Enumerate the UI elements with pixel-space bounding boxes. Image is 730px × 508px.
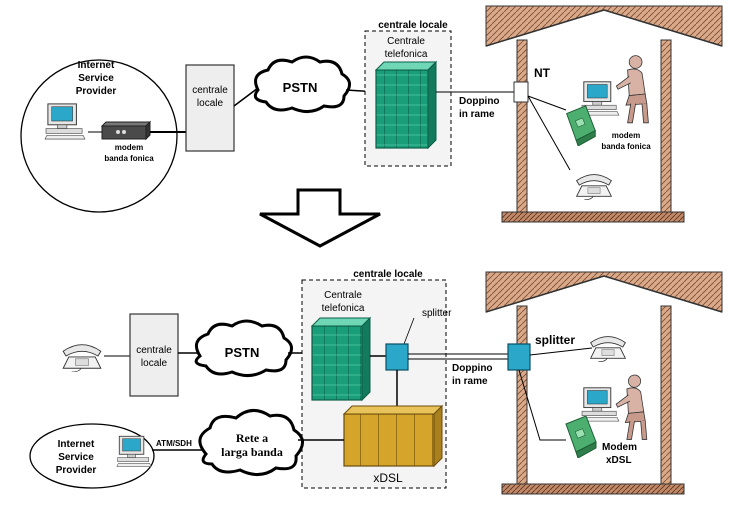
top-home-modem-label-1: modem bbox=[612, 131, 640, 140]
bottom-scenario: centrale locale PSTN centrale locale Cen… bbox=[29, 269, 723, 495]
top-isp-modem-label-1: modem bbox=[115, 143, 143, 152]
bottom-line-label-1: Doppino bbox=[452, 363, 493, 374]
top-house bbox=[485, 5, 723, 223]
bottom-home-phone-icon bbox=[590, 336, 626, 362]
bottom-local-office-title: centrale locale bbox=[353, 269, 423, 280]
top-isp-ellipse bbox=[20, 59, 178, 213]
top-centrale-locale-box bbox=[185, 64, 235, 152]
bottom-broadband-label-1: Rete a bbox=[236, 431, 268, 445]
top-switch-label-2: telefonica bbox=[385, 49, 428, 60]
bottom-broadband-cloud bbox=[198, 409, 304, 476]
top-isp-title-1: Internet bbox=[78, 60, 115, 71]
top-local-office-title: centrale locale bbox=[378, 20, 448, 31]
bottom-isp-title-3: Provider bbox=[56, 465, 97, 476]
top-home-modem-label-2: banda fonica bbox=[601, 142, 651, 151]
bottom-switch-label-2: telefonica bbox=[322, 303, 365, 314]
bottom-home-computer-icon bbox=[580, 387, 620, 422]
transition-arrow bbox=[259, 188, 381, 248]
bottom-dslam-icon bbox=[342, 404, 444, 468]
bottom-telephone-switch-icon bbox=[310, 316, 372, 402]
bottom-isp-title-2: Service bbox=[58, 452, 94, 463]
top-home-phone-icon bbox=[576, 174, 612, 200]
top-telephone-switch-icon bbox=[374, 60, 438, 150]
top-person-icon bbox=[615, 55, 649, 124]
top-pstn-cloud bbox=[253, 55, 351, 113]
bottom-left-phone-icon bbox=[62, 344, 102, 372]
bottom-broadband-label-2: larga banda bbox=[221, 445, 283, 459]
bottom-line-label-2: in rame bbox=[452, 376, 488, 387]
bottom-switch-label-1: Centrale bbox=[324, 290, 362, 301]
bottom-modem-label-2: xDSL bbox=[606, 455, 632, 466]
top-scenario: Internet Service Provider modem banda fo… bbox=[20, 5, 723, 223]
top-centrale-label-1: centrale bbox=[192, 85, 228, 96]
top-centrale-label-2: locale bbox=[197, 98, 224, 109]
bottom-home-modem-icon bbox=[565, 415, 597, 458]
top-switch-label-1: Centrale bbox=[387, 36, 425, 47]
bottom-home-splitter-label: splitter bbox=[535, 333, 575, 347]
top-line-label-1: Doppino bbox=[459, 96, 500, 107]
bottom-person-icon bbox=[615, 374, 648, 440]
bottom-centrale-locale-box bbox=[129, 313, 179, 397]
top-isp-title-3: Provider bbox=[76, 86, 117, 97]
bottom-xdsl-label: xDSL bbox=[373, 471, 403, 485]
bottom-atm-label: ATM/SDH bbox=[156, 439, 192, 448]
top-nt-label: NT bbox=[534, 66, 551, 80]
bottom-centrale-label-1: centrale bbox=[136, 345, 172, 356]
top-line-label-2: in rame bbox=[459, 109, 495, 120]
bottom-house bbox=[485, 271, 723, 495]
top-isp-title-2: Service bbox=[78, 73, 114, 84]
bottom-home-splitter bbox=[507, 343, 531, 371]
top-isp-modem-icon bbox=[100, 120, 152, 141]
top-isp-modem-label-2: banda fonica bbox=[104, 154, 154, 163]
bottom-isp-title-1: Internet bbox=[58, 439, 95, 450]
bottom-pstn-cloud bbox=[194, 319, 293, 377]
top-nt-box bbox=[513, 81, 529, 103]
bottom-splitter-label: splitter bbox=[422, 308, 452, 319]
bottom-modem-label-1: Modem bbox=[602, 442, 637, 453]
bottom-pstn-label: PSTN bbox=[225, 345, 260, 360]
bottom-office-splitter bbox=[385, 343, 409, 371]
top-pstn-label: PSTN bbox=[283, 80, 318, 95]
bottom-centrale-label-2: locale bbox=[141, 358, 168, 369]
